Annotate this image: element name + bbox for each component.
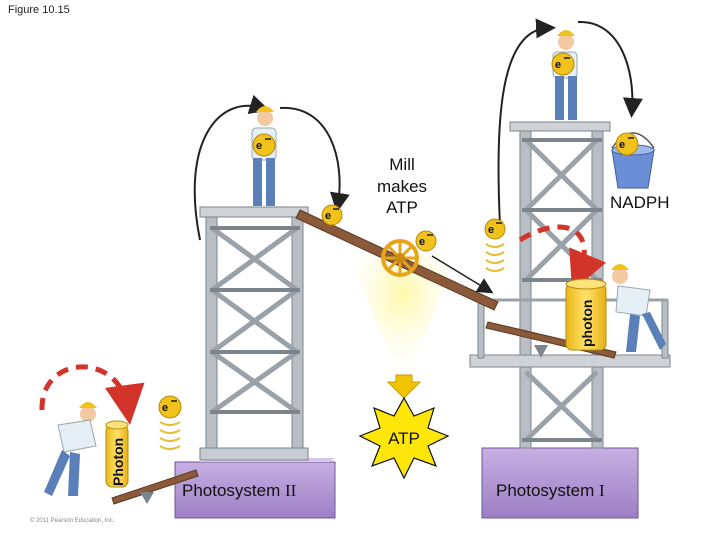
atp-burst <box>358 396 450 480</box>
electron-label-3: e <box>419 236 425 248</box>
atp-arrow <box>386 374 422 399</box>
electron-label-7: e <box>162 402 168 414</box>
photosystem-i-label: Photosystem I <box>496 481 605 500</box>
photon-label-left: Photon <box>110 438 126 486</box>
electron-ball-ramp-top <box>321 204 343 226</box>
figure-label: Figure 10.15 <box>8 4 70 16</box>
nadph-label: NADPH <box>610 193 670 212</box>
electron-label-6: e <box>619 139 625 151</box>
photon-can-right <box>565 278 607 351</box>
photon-can-left <box>105 420 129 488</box>
atp-mill-wheel <box>381 239 419 277</box>
photosystem-ii-label: Photosystem II <box>182 481 297 500</box>
electron-ball-right <box>484 218 506 240</box>
atp-funnel <box>352 255 452 385</box>
mill-label-line2: makes <box>377 177 427 196</box>
worker-bottom-left <box>44 402 97 496</box>
mill-label-line3: ATP <box>386 198 418 217</box>
mill-label-line1: Mill <box>389 155 415 174</box>
electron-label-4: e <box>488 224 494 236</box>
photosystem-ii-tower <box>174 206 336 519</box>
electron-label-2: e <box>325 210 331 222</box>
mill-label: Mill makes ATP <box>377 155 427 217</box>
electron-label-5: e <box>555 59 561 71</box>
electron-label-1: e <box>256 140 262 152</box>
worker-right-platform <box>611 264 666 352</box>
electron-ball-mill <box>415 230 437 252</box>
atp-label: ATP <box>388 429 420 448</box>
copyright-text: © 2011 Pearson Education, Inc. <box>30 518 115 524</box>
photon-label-right: photon <box>579 300 595 347</box>
